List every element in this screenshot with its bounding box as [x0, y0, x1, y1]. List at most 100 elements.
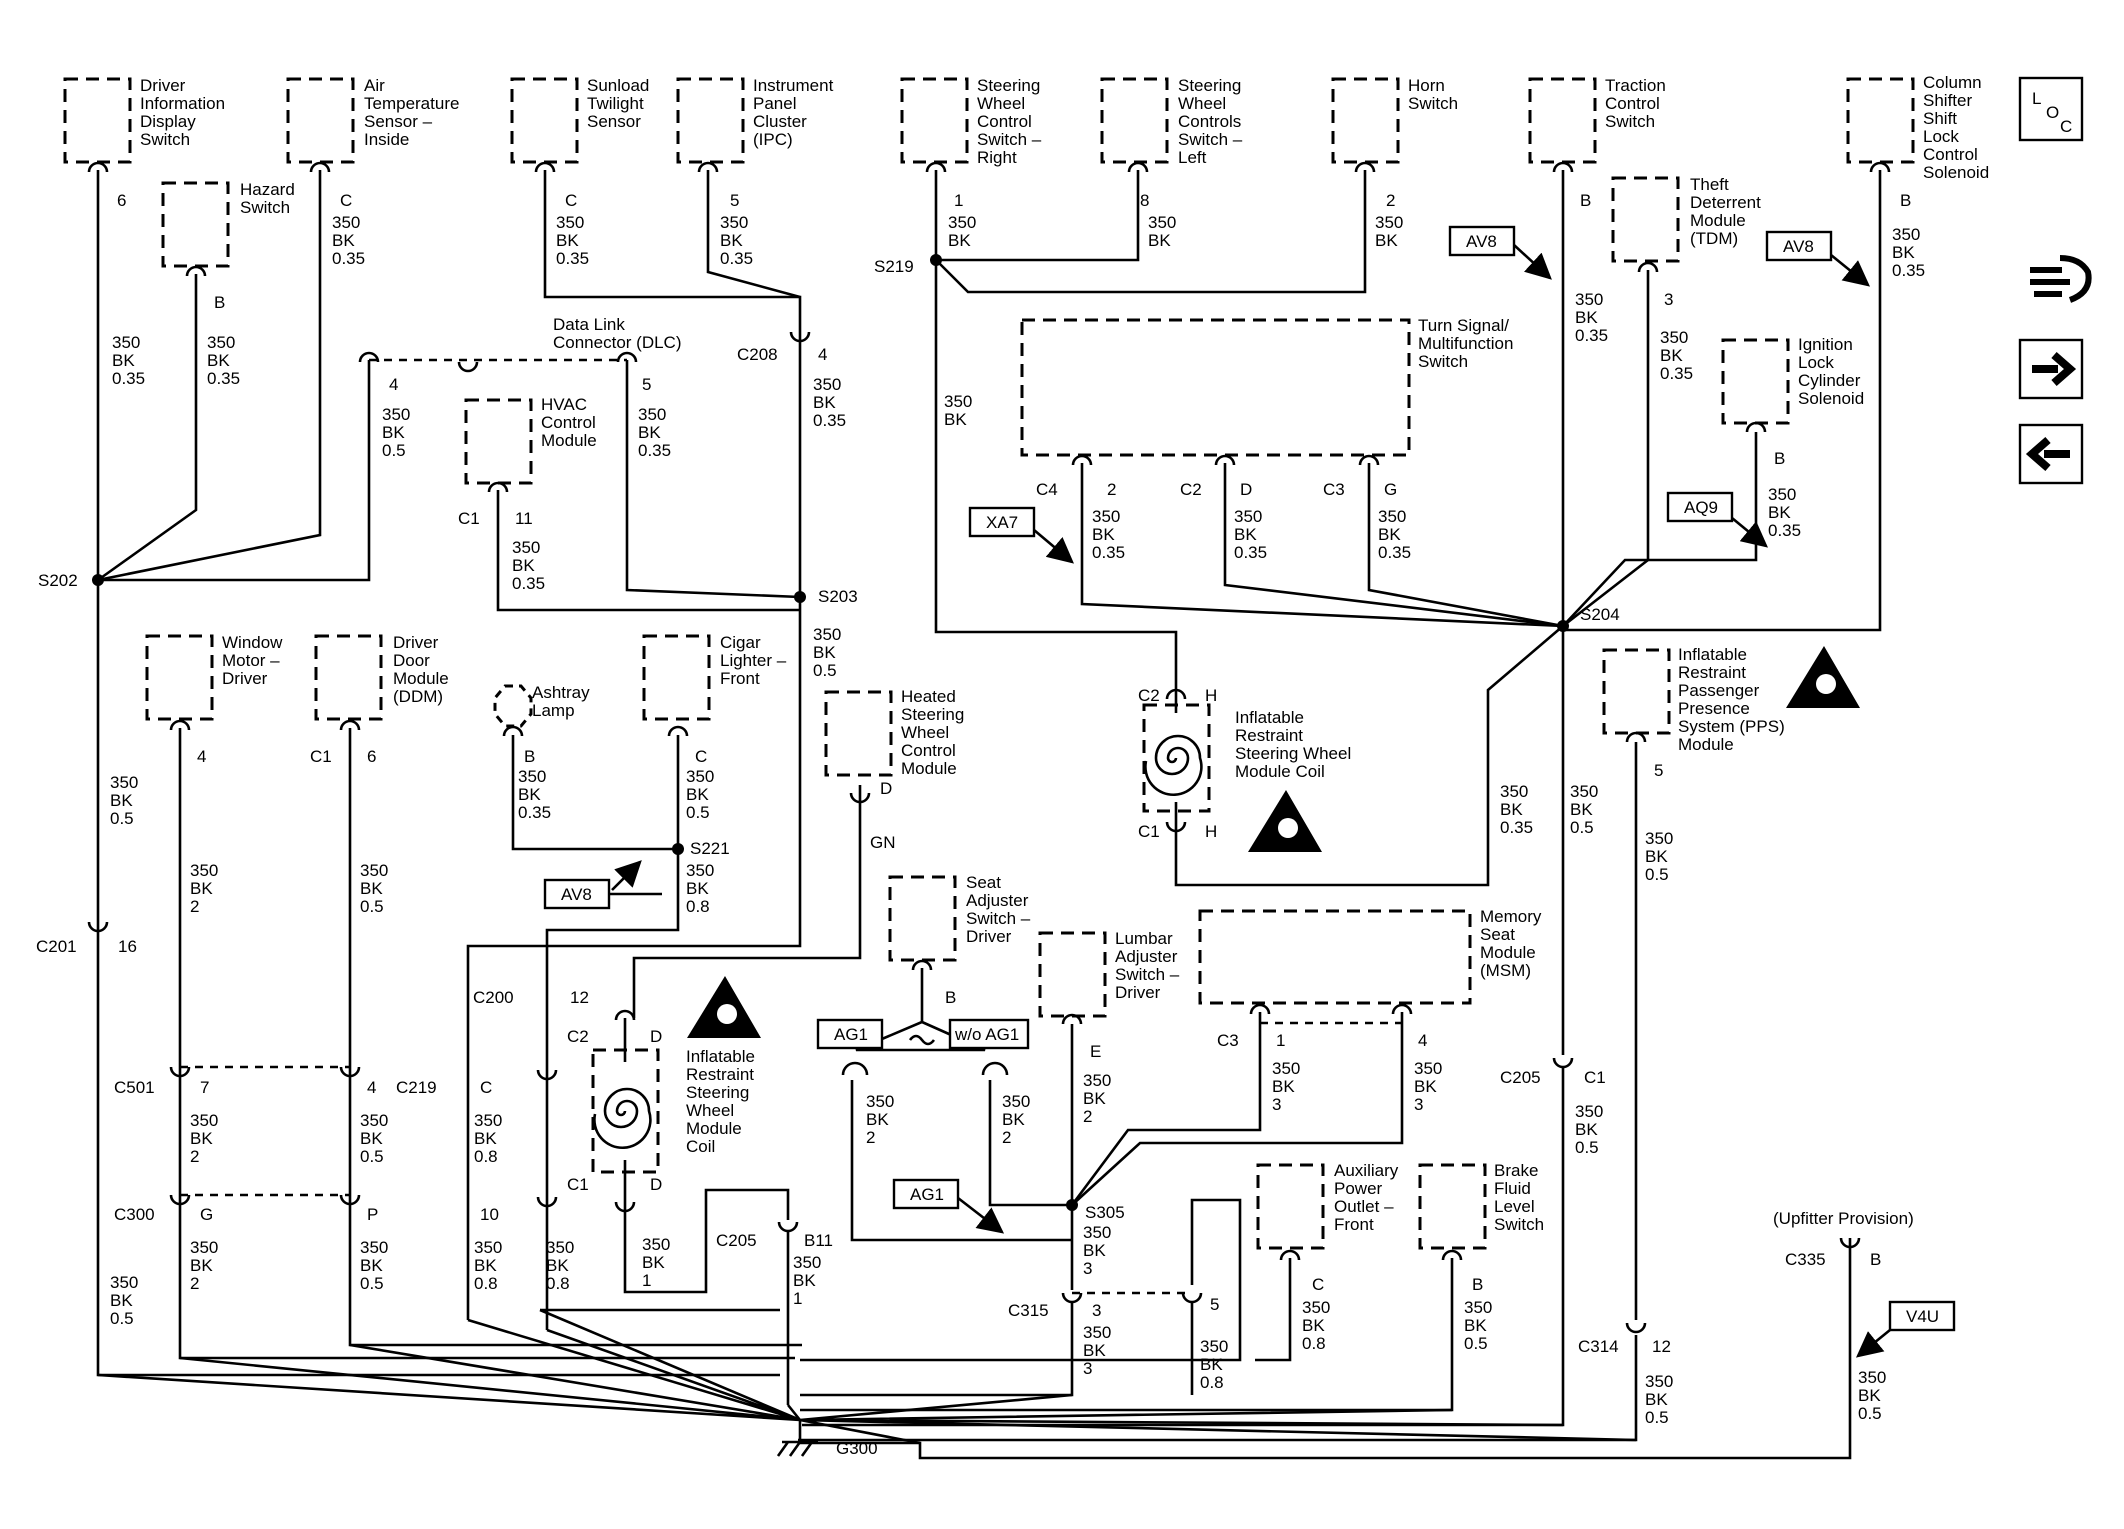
wire-label: 0.8: [1302, 1334, 1326, 1353]
connector-pins: [87, 161, 1891, 1334]
wire-label: BK: [1002, 1110, 1025, 1129]
svg-text:Presence: Presence: [1678, 699, 1750, 718]
wire-label: 0.8: [686, 897, 710, 916]
svg-text:C300: C300: [114, 1205, 155, 1224]
svg-text:C501: C501: [114, 1078, 155, 1097]
wire-label: 350: [474, 1238, 502, 1257]
svg-text:S219: S219: [874, 257, 914, 276]
wire-label: 0.35: [1378, 543, 1411, 562]
svg-text:Module: Module: [686, 1119, 742, 1138]
svg-text:Coil: Coil: [686, 1137, 715, 1156]
svg-text:Module: Module: [1690, 211, 1746, 230]
svg-text:S204: S204: [1580, 605, 1620, 624]
wire-label: 350: [813, 625, 841, 644]
wire-label: BK: [512, 556, 535, 575]
wire-label: BK: [686, 785, 709, 804]
previous-page-arrow-icon[interactable]: [2018, 423, 2084, 485]
svg-text:AG1: AG1: [910, 1185, 944, 1204]
wire-label: C1: [1584, 1068, 1606, 1087]
wire-label: 350: [512, 538, 540, 557]
wire-label: BK: [1302, 1316, 1325, 1335]
svg-text:Driver: Driver: [393, 633, 439, 652]
wire-label: BK: [1858, 1386, 1881, 1405]
component-driver-door-module: Driver Door Module (DDM): [314, 633, 449, 721]
svg-text:Horn: Horn: [1408, 76, 1445, 95]
next-page-arrow-icon[interactable]: [2018, 338, 2084, 400]
wire-label: 350: [642, 1235, 670, 1254]
wire-label: B: [1900, 191, 1911, 210]
component-locator-icon[interactable]: [2030, 255, 2092, 303]
wire-label: BK: [1645, 1390, 1668, 1409]
wire-label: 5: [730, 191, 739, 210]
wire-label: 0.35: [207, 369, 240, 388]
wire-label: BK: [382, 423, 405, 442]
wire-label: C2: [1138, 686, 1160, 705]
component-brake-fluid-level-switch: Brake Fluid Level Switch: [1418, 1161, 1544, 1250]
svg-text:C: C: [2060, 117, 2072, 136]
component-steering-wheel-control-switch-right: Steering Wheel Control Switch – Right: [900, 76, 1042, 167]
svg-text:C315: C315: [1008, 1301, 1049, 1320]
svg-text:Control: Control: [541, 413, 596, 432]
wire-label: BK: [110, 1291, 133, 1310]
component-steering-wheel-controls-switch-left: Steering Wheel Controls Switch – Left: [1100, 76, 1243, 167]
component-lumbar-adjuster-switch-driver: Lumbar Adjuster Switch – Driver: [1038, 929, 1180, 1018]
svg-text:Control: Control: [977, 112, 1032, 131]
wire-label: 350: [686, 767, 714, 786]
wire-label: B: [214, 293, 225, 312]
wire-label: 0.35: [1892, 261, 1925, 280]
svg-text:Information: Information: [140, 94, 225, 113]
wire-label: C: [695, 747, 707, 766]
svg-text:Shifter: Shifter: [1923, 91, 1972, 110]
svg-text:Switch: Switch: [1605, 112, 1655, 131]
svg-text:Restraint: Restraint: [1678, 663, 1746, 682]
wire-label: C3: [1323, 480, 1345, 499]
svg-text:L: L: [2032, 89, 2041, 108]
svg-text:Turn Signal/: Turn Signal/: [1418, 316, 1509, 335]
wire-label: BK: [110, 791, 133, 810]
component-cigar-lighter-front: Cigar Lighter – Front: [642, 633, 787, 721]
component-hvac-control-module: HVAC Control Module: [464, 395, 597, 485]
wire-label: C: [565, 191, 577, 210]
wire-label: 350: [1272, 1059, 1300, 1078]
wire-label: 12: [570, 988, 589, 1007]
svg-text:Steering: Steering: [1178, 76, 1241, 95]
wire-label: 6: [117, 191, 126, 210]
svg-text:Outlet –: Outlet –: [1334, 1197, 1394, 1216]
wire-label: 0.5: [360, 897, 384, 916]
svg-text:C205: C205: [1500, 1068, 1541, 1087]
svg-text:(DDM): (DDM): [393, 687, 443, 706]
svg-text:Hazard: Hazard: [240, 180, 295, 199]
svg-text:S305: S305: [1085, 1203, 1125, 1222]
option-without-ag1: w/o AG1: [948, 1018, 1030, 1050]
wire-label: 3: [1272, 1095, 1281, 1114]
wire-label: C1: [310, 747, 332, 766]
wire-label: 350: [1092, 507, 1120, 526]
wire-label: 0.35: [1660, 364, 1693, 383]
svg-text:Switch –: Switch –: [977, 130, 1042, 149]
wire-label: 0.35: [332, 249, 365, 268]
wire-label: 350: [813, 375, 841, 394]
wire-label: 350: [1302, 1298, 1330, 1317]
wire-label: 4: [389, 375, 398, 394]
wire-label: C205: [716, 1231, 757, 1250]
wire-label: 0.8: [474, 1147, 498, 1166]
svg-text:AV8: AV8: [1783, 237, 1814, 256]
wire-label: B: [1870, 1250, 1881, 1269]
svg-text:Passenger: Passenger: [1678, 681, 1760, 700]
svg-text:Restraint: Restraint: [686, 1065, 754, 1084]
wire-label: 0.35: [1500, 818, 1533, 837]
svg-text:Wheel: Wheel: [1178, 94, 1226, 113]
loc-icon[interactable]: L O C: [2018, 76, 2084, 142]
svg-text:O: O: [2046, 103, 2059, 122]
svg-text:Driver: Driver: [1115, 983, 1161, 1002]
wire-label: 2: [190, 897, 199, 916]
svg-text:(Upfitter Provision): (Upfitter Provision): [1773, 1209, 1914, 1228]
wire-label: 350: [1375, 213, 1403, 232]
svg-text:Front: Front: [1334, 1215, 1374, 1234]
wire-label: BK: [474, 1256, 497, 1275]
component-inflatable-restraint-pps-module: Inflatable Restraint Passenger Presence …: [1602, 645, 1860, 754]
option-v4u: V4U: [1855, 1300, 1956, 1358]
component-horn-switch: Horn Switch: [1331, 76, 1458, 164]
wire-label: 350: [1858, 1368, 1886, 1387]
